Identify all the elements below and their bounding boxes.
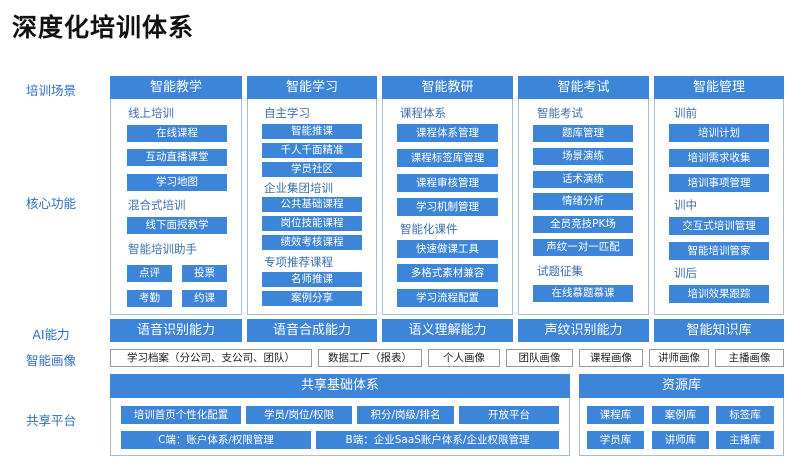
res-case-library: 案例库 [652, 406, 709, 424]
item-demand-collect: 培训需求收集 [669, 149, 769, 167]
item-review: 点评 [127, 265, 172, 282]
base-homepage-config: 培训首页个性化配置 [121, 406, 241, 424]
res-course-library: 课程库 [587, 406, 644, 424]
base-b-account: B端：企业SaaS账户体系/企业权限管理 [316, 431, 559, 449]
item-master-course: 名师推课 [262, 272, 362, 287]
item-smart-butler: 智能培训管家 [669, 242, 769, 260]
row-label-shared: 共享平台 [25, 413, 76, 428]
ai-voiceprint-recognition: 声纹识别能力 [518, 319, 649, 342]
item-course-review-mgmt: 课程审核管理 [397, 174, 498, 192]
column-head-exam: 智能考试 [518, 76, 649, 99]
res-student-library: 学员库 [587, 431, 644, 449]
portrait-data-factory: 数据工厂（报表） [318, 349, 422, 367]
ai-speech-recognition: 语音识别能力 [110, 319, 242, 342]
item-scenario-drill: 场景演练 [533, 148, 633, 165]
item-personalized: 千人千面精准 [262, 143, 362, 158]
item-online-course: 在线课程 [127, 125, 227, 142]
item-effect-tracking: 培训效果跟踪 [669, 285, 769, 303]
item-public-course: 公共基础课程 [262, 197, 362, 212]
sub-special-recommend: 专项推荐课程 [264, 255, 333, 269]
row-label-core: 核心功能 [25, 196, 76, 211]
portrait-learning-record: 学习档案（分公司、支公司、团队） [110, 349, 312, 367]
sub-post-training: 训后 [674, 266, 697, 280]
column-head-learning: 智能学习 [247, 76, 377, 99]
row-label-scenario: 培训场景 [25, 83, 76, 98]
sub-group-training: 企业集团培训 [264, 181, 333, 195]
portrait-personal: 个人画像 [428, 349, 500, 367]
item-vote: 投票 [182, 265, 227, 282]
sub-smart-assistant: 智能培训助手 [128, 242, 197, 256]
row-label-portrait: 智能画像 [25, 353, 76, 368]
item-voiceprint-match: 声纹一对一匹配 [533, 239, 633, 256]
res-lecturer-library: 讲师库 [652, 431, 709, 449]
portrait-lecturer: 讲师画像 [649, 349, 709, 367]
item-student-community: 学员社区 [262, 162, 362, 177]
item-performance-course: 绩效考核课程 [262, 235, 362, 250]
item-quick-course-tool: 快速做课工具 [397, 240, 498, 258]
column-head-teaching: 智能教学 [110, 76, 242, 99]
column-head-management: 智能管理 [654, 76, 784, 99]
column-head-research: 智能教研 [382, 76, 513, 99]
item-question-bank: 题库管理 [533, 125, 633, 142]
item-learning-mechanism: 学习机制管理 [397, 198, 498, 216]
item-flow-config: 学习流程配置 [397, 289, 498, 307]
item-booking: 约课 [182, 290, 227, 307]
sub-smart-exam: 智能考试 [537, 106, 583, 120]
resource-title: 资源库 [579, 374, 784, 398]
item-offline-teaching: 线下面授教学 [127, 217, 227, 234]
res-anchor-library: 主播库 [716, 431, 774, 449]
ai-speech-synthesis: 语音合成能力 [247, 319, 377, 342]
sub-question-collect: 试题征集 [537, 264, 583, 278]
item-pk-arena: 全员竞技PK场 [533, 216, 633, 233]
item-online-collect: 在线慕题慕课 [533, 285, 633, 302]
item-case-share: 案例分享 [262, 291, 362, 306]
shared-base-title: 共享基础体系 [110, 374, 570, 398]
page-title: 深度化培训体系 [12, 13, 195, 42]
base-student-role-permission: 学员/岗位/权限 [246, 406, 352, 424]
ai-semantic-understanding: 语义理解能力 [382, 319, 513, 342]
item-affairs-mgmt: 培训事项管理 [669, 174, 769, 192]
item-smart-recommend: 智能推课 [262, 124, 362, 139]
base-open-platform: 开放平台 [459, 406, 559, 424]
item-script-drill: 话术演练 [533, 171, 633, 188]
row-label-ai: AI能力 [32, 327, 70, 342]
portrait-anchor: 主播画像 [715, 349, 784, 367]
base-c-account: C端：账户体系/权限管理 [121, 431, 311, 449]
item-multi-format: 多格式素材兼容 [397, 264, 498, 282]
sub-in-training: 训中 [674, 198, 697, 212]
item-emotion-analysis: 情绪分析 [533, 193, 633, 210]
res-tag-library: 标签库 [716, 406, 774, 424]
item-tag-library-mgmt: 课程标签库管理 [397, 149, 498, 167]
sub-smart-courseware: 智能化课件 [400, 222, 458, 236]
portrait-team: 团队画像 [506, 349, 573, 367]
ai-knowledge-base: 智能知识库 [654, 319, 784, 342]
sub-blended-training: 混合式培训 [128, 198, 186, 212]
item-training-plan: 培训计划 [669, 124, 769, 142]
base-points-rank: 积分/岗级/排名 [357, 406, 454, 424]
item-live-classroom: 互动直播课堂 [127, 149, 227, 166]
item-skill-course: 岗位技能课程 [262, 216, 362, 231]
portrait-course: 课程画像 [579, 349, 643, 367]
sub-self-learning: 自主学习 [264, 106, 310, 120]
item-course-system-mgmt: 课程体系管理 [397, 124, 498, 142]
item-attendance: 考勤 [127, 290, 172, 307]
item-learning-map: 学习地图 [127, 174, 227, 191]
sub-pre-training: 训前 [674, 106, 697, 120]
sub-course-system: 课程体系 [400, 106, 446, 120]
sub-online-training: 线上培训 [128, 106, 174, 120]
item-interactive-mgmt: 交互式培训管理 [669, 217, 769, 235]
column-management [654, 76, 784, 315]
